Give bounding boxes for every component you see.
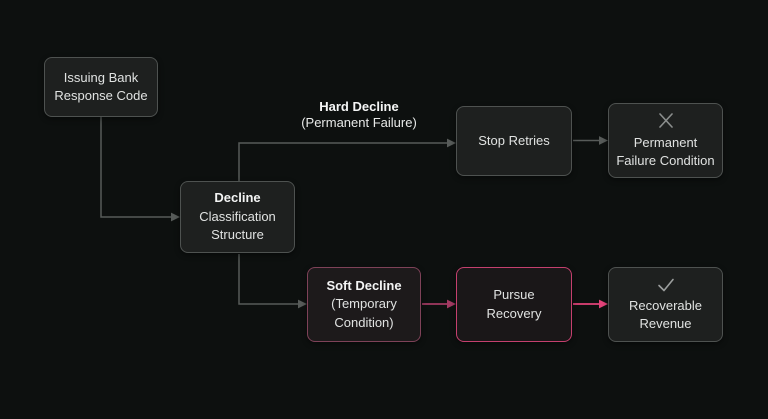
node-label-line: Response Code	[54, 88, 148, 103]
connector-issuing-to-decline	[100, 117, 180, 222]
x-icon	[658, 112, 673, 128]
connector-hard-decline	[238, 138, 456, 181]
node-stop-retries: Stop Retries	[456, 106, 572, 176]
node-subtitle: (Temporary Condition)	[331, 296, 397, 330]
node-title: Soft Decline	[326, 277, 402, 293]
node-title: Decline	[214, 190, 261, 206]
node-decline-classification-structure: Decline Classification Structure	[180, 181, 295, 253]
node-label-line: Permanent	[633, 134, 698, 150]
node-issuing-bank-response-code: Issuing Bank Response Code	[44, 57, 158, 117]
connector-soft-decline	[238, 254, 307, 309]
node-label-line: Failure Condition	[616, 153, 715, 168]
node-permanent-failure-condition: Permanent Failure Condition	[608, 103, 723, 178]
connector-pursue-to-recoverable	[573, 299, 608, 309]
branch-title: Hard Decline	[319, 99, 399, 114]
node-label-line: Issuing Bank	[63, 69, 139, 85]
connector-stop-to-permanent	[573, 136, 608, 145]
check-icon	[657, 278, 674, 291]
branch-subtitle: (Permanent Failure)	[301, 115, 417, 131]
node-pursue-recovery: Pursue Recovery	[456, 267, 572, 342]
node-label: Recoverable Revenue	[629, 297, 702, 331]
branch-label-hard-decline: Hard Decline (Permanent Failure)	[281, 99, 437, 132]
node-subtitle: Classification Structure	[199, 208, 276, 243]
node-label: Stop Retries	[478, 132, 550, 148]
node-soft-decline: Soft Decline (Temporary Condition)	[307, 267, 421, 342]
node-recoverable-revenue: Recoverable Revenue	[608, 267, 723, 342]
connector-soft-to-pursue	[422, 299, 456, 309]
node-label: Pursue Recovery	[486, 287, 542, 321]
